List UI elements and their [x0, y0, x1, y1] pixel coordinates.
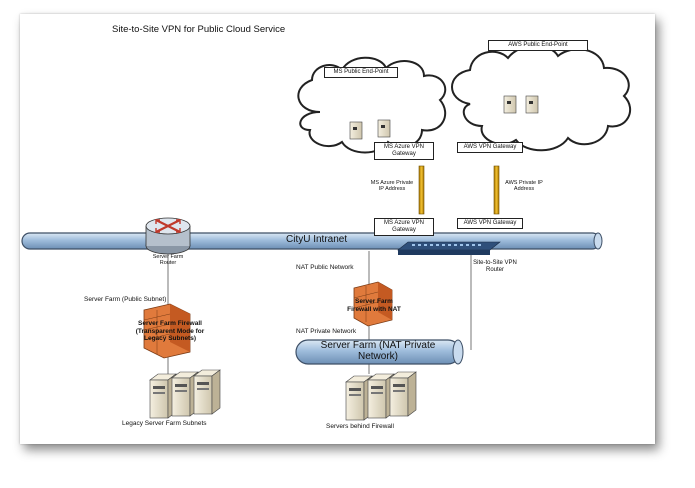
- ms-private-ip-label: MS Azure Private IP Address: [370, 180, 414, 192]
- nat-private-network-label: NAT Private Network: [296, 328, 357, 335]
- legacy-firewall-icon: [143, 303, 191, 359]
- ms-intranet-gateway: MS Azure VPN Gateway: [374, 218, 434, 236]
- ms-cloud: [297, 56, 447, 154]
- private-pipe-end: [452, 339, 464, 365]
- servers-behind-firewall-label: Servers behind Firewall: [326, 423, 394, 430]
- aws-private-ip-label: AWS Private IP Address: [505, 180, 543, 192]
- nat-private-pipe-label: Server Farm (NAT Private Network): [320, 340, 436, 362]
- server-farm-router-icon: [145, 217, 191, 255]
- aws-endpoint-label: AWS Public End-Point: [488, 40, 588, 51]
- diagram-title: Site-to-Site VPN for Public Cloud Servic…: [112, 24, 286, 35]
- legacy-subnets-label: Legacy Server Farm Subnets: [122, 420, 207, 427]
- aws-vpn-tunnel: [493, 165, 500, 215]
- vpn-router-icon: [397, 241, 501, 255]
- vpn-router-label: Site-to-Site VPN Router: [473, 260, 517, 273]
- diagram-sheet: Site-to-Site VPN for Public Cloud Servic…: [20, 14, 655, 444]
- nat-public-network-label: NAT Public Network: [296, 264, 354, 271]
- aws-cloud: [451, 44, 631, 152]
- aws-cloud-gateway: AWS VPN Gateway: [457, 142, 523, 153]
- server-farm-public-subnet-label: Server Farm (Public Subnet): [84, 296, 167, 303]
- intranet-label: CityU Intranet: [286, 234, 348, 245]
- nat-firewall-label: Server Farm Firewall with NAT: [347, 298, 401, 313]
- server-farm-router-label: Server Farm Router: [152, 254, 184, 266]
- network-diagram: [21, 44, 631, 421]
- aws-intranet-gateway: AWS VPN Gateway: [457, 218, 523, 229]
- legacy-servers-icon: [149, 369, 221, 419]
- legacy-firewall-label: Server Farm Firewall (Transparent Mode f…: [135, 320, 205, 342]
- ms-endpoint-label: MS Public End-Point: [324, 67, 398, 78]
- intranet-pipe-end: [593, 232, 603, 250]
- ms-cloud-gateway: MS Azure VPN Gateway: [374, 142, 434, 160]
- ms-vpn-tunnel: [418, 165, 425, 215]
- nat-servers-icon: [345, 371, 417, 421]
- aws-cloud-server-icon: [503, 95, 539, 114]
- nat-firewall-icon: [353, 281, 393, 327]
- ms-cloud-server-icon: [349, 119, 391, 140]
